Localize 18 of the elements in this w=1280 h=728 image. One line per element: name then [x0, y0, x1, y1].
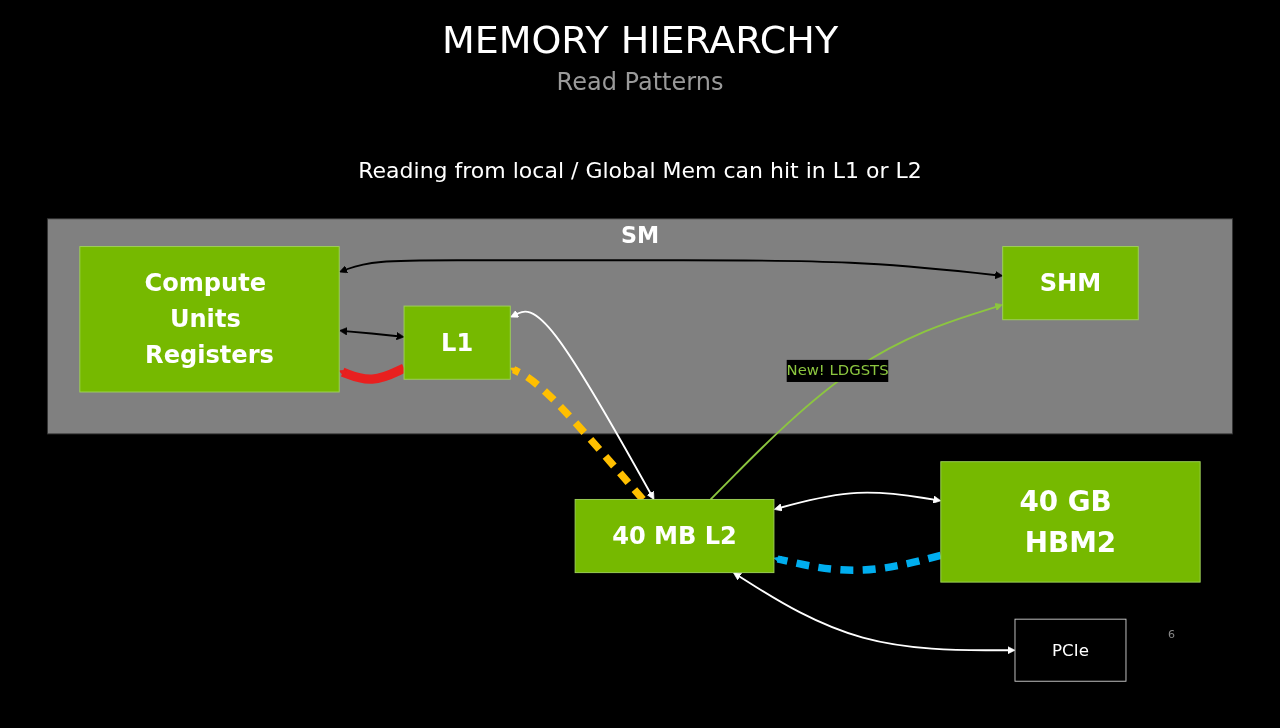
- node-box: Compute Units Registers: [79, 246, 340, 393]
- page-number: 6: [1168, 628, 1175, 641]
- note-text: Reading from local / Global Mem can hit in L1 or L2: [357, 158, 923, 183]
- arrow: [773, 551, 942, 574]
- node-box: 40 GB HBM2: [940, 461, 1201, 583]
- node-box: 40 MB L2: [574, 498, 775, 574]
- arrow: [339, 259, 1004, 280]
- node-box: SHM: [1002, 246, 1139, 321]
- slide-title: MEMORY HIERARCHY: [440, 18, 840, 62]
- node-box: PCIe: [1014, 618, 1127, 682]
- arrow: [709, 303, 1004, 501]
- arrow: [733, 572, 1016, 655]
- arrow: [339, 327, 405, 341]
- edge-label: New! LDGSTS: [786, 361, 889, 380]
- node-box: L1: [403, 305, 511, 380]
- arrow: [510, 310, 655, 500]
- arrow: [773, 491, 942, 512]
- subtitle: Read Patterns: [555, 68, 725, 96]
